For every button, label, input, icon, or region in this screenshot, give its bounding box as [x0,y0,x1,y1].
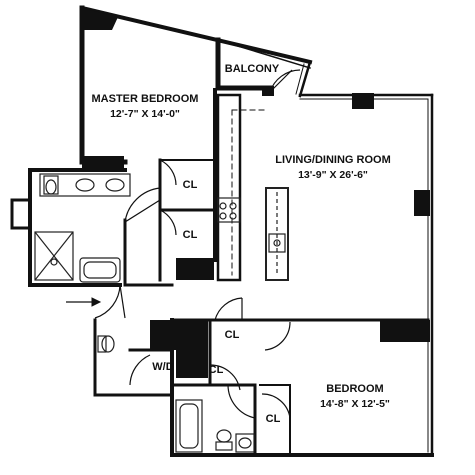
door-cl-hall[interactable] [214,297,243,321]
toilet-master-bowl [45,179,57,195]
cooktop-frame [217,197,241,223]
sink-bath2 [235,433,255,453]
closet-label-lower: CL [209,364,224,376]
balcony-rail-right [298,60,312,98]
tub-bath2 [175,399,203,453]
doors [94,69,301,419]
door-balcony-leaf [269,69,293,93]
door-cl-bedroom[interactable] [261,393,291,419]
wall-top-angled-inner [217,39,311,69]
island-sink [268,233,286,253]
closet-label-bedroom: CL [266,413,281,425]
vanity-master [39,173,131,197]
closet-label-hall: CL [225,329,240,341]
balcony-label: BALCONY [225,63,280,75]
living-dining-name: LIVING/DINING ROOM [275,154,391,166]
entry-arrow-icon [66,297,102,307]
shower-diag-2 [34,231,74,281]
column-top-left [82,8,118,30]
column-closet-bottom [176,258,214,280]
shower-drain [50,258,58,266]
toilet-bath2-tank [215,441,233,451]
door-wd[interactable] [129,354,151,386]
door-master-bath-leaf [124,199,161,223]
column-living-right [414,190,430,216]
tub-bath2-inner [179,403,199,449]
column-living-top [352,93,374,109]
island-sink-drain [273,239,281,247]
door-master-bath[interactable] [124,187,161,223]
master-bedroom-dims: 12'-7" X 14'-0" [110,108,180,120]
door-bedroom[interactable] [264,321,291,351]
door-entry-leaf [119,284,126,319]
master-bedroom-name: MASTER BEDROOM [92,93,199,105]
cooktop-2 [229,202,237,210]
closet-label-2: CL [183,229,198,241]
column-hall-2 [176,346,208,378]
column-hall [150,320,208,350]
cooktop-1 [219,202,227,210]
sink-master-2 [105,178,125,192]
columns [82,8,430,378]
tub-master-inner [83,261,117,279]
bath-bay-window [10,198,32,230]
wall-top-angled [79,5,313,65]
column-bedroom-top [380,320,430,342]
shower-master [34,231,74,281]
column-master-bottom [82,156,124,170]
bedroom-name: BEDROOM [326,383,383,395]
living-dining-dims: 13'-9" X 26'-6" [298,169,368,181]
cooktop-3 [219,212,227,220]
door-closet-1[interactable] [159,159,177,186]
toilet-powder-tank [97,335,107,353]
door-bath2[interactable] [227,384,256,419]
door-closet-2[interactable] [159,209,177,236]
fixtures [34,173,289,453]
tub-master [79,257,121,283]
sink-master-1 [75,178,95,192]
door-balcony[interactable] [269,69,301,93]
toilet-bath2-bowl [216,429,232,443]
door-entry[interactable] [94,284,121,319]
washer-dryer-label: W/D [152,361,173,373]
balcony-rail-right-2 [295,63,305,95]
kitchen-counter-outer [216,93,242,282]
cooktop-4 [229,212,237,220]
closet-label-1: CL [183,179,198,191]
bedroom-dims: 14'-8" X 12'-5" [320,398,390,410]
kitchen-island [265,187,289,281]
door-cl-lower[interactable] [209,364,241,391]
toilet-powder-bowl [101,335,115,353]
sink-bath2-bowl [238,437,252,449]
column-balcony [262,86,274,96]
